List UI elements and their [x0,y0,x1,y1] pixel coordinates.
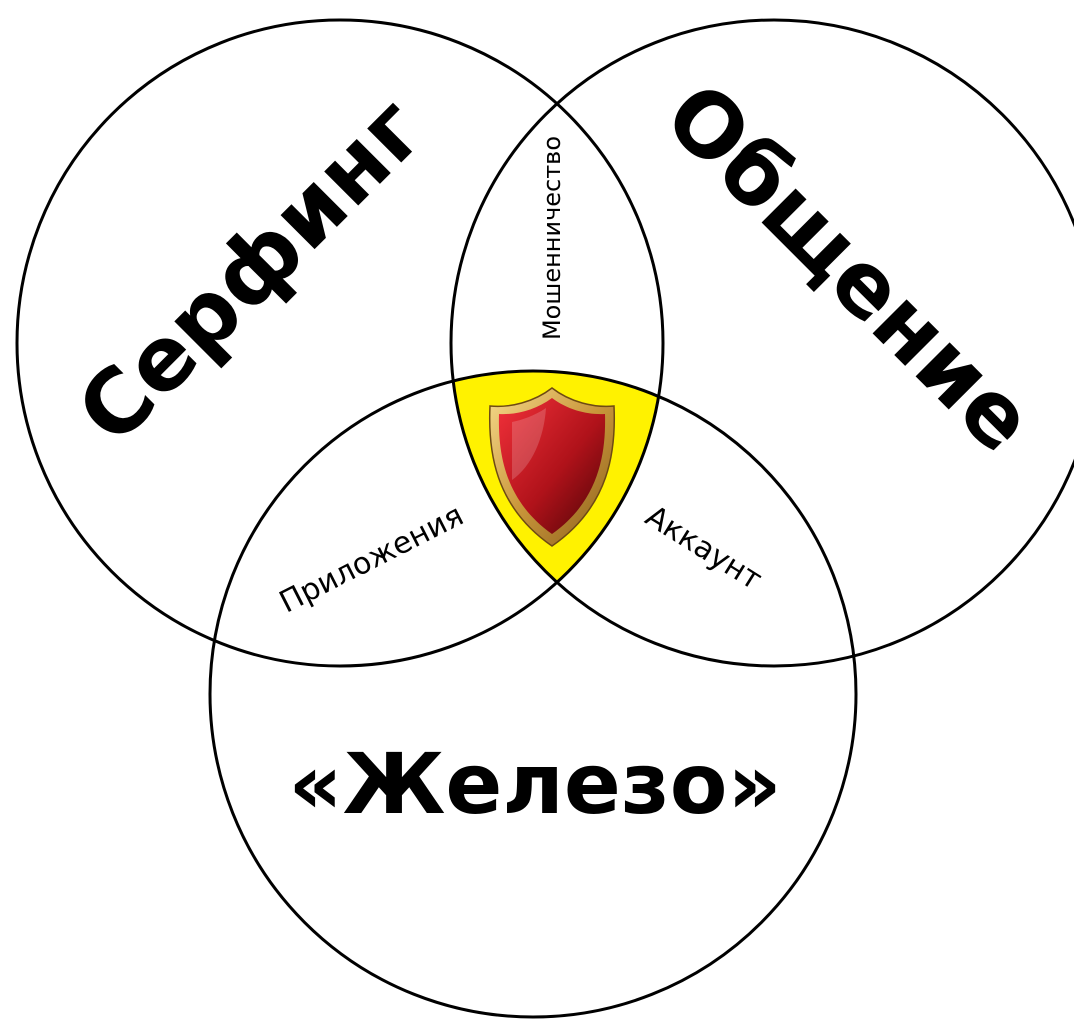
shield-icon [488,387,616,547]
circle-hardware [208,369,858,1019]
intersection-label-account: Аккаунт [639,499,768,598]
intersection-label-fraud: Мошенничество [538,136,566,340]
circle-surfing [15,18,665,668]
circle-communication [449,18,1074,668]
set-label-hardware: «Железо» [288,735,781,833]
intersection-label-apps: Приложения [274,498,469,621]
set-label-communication: Общение [645,63,1054,472]
